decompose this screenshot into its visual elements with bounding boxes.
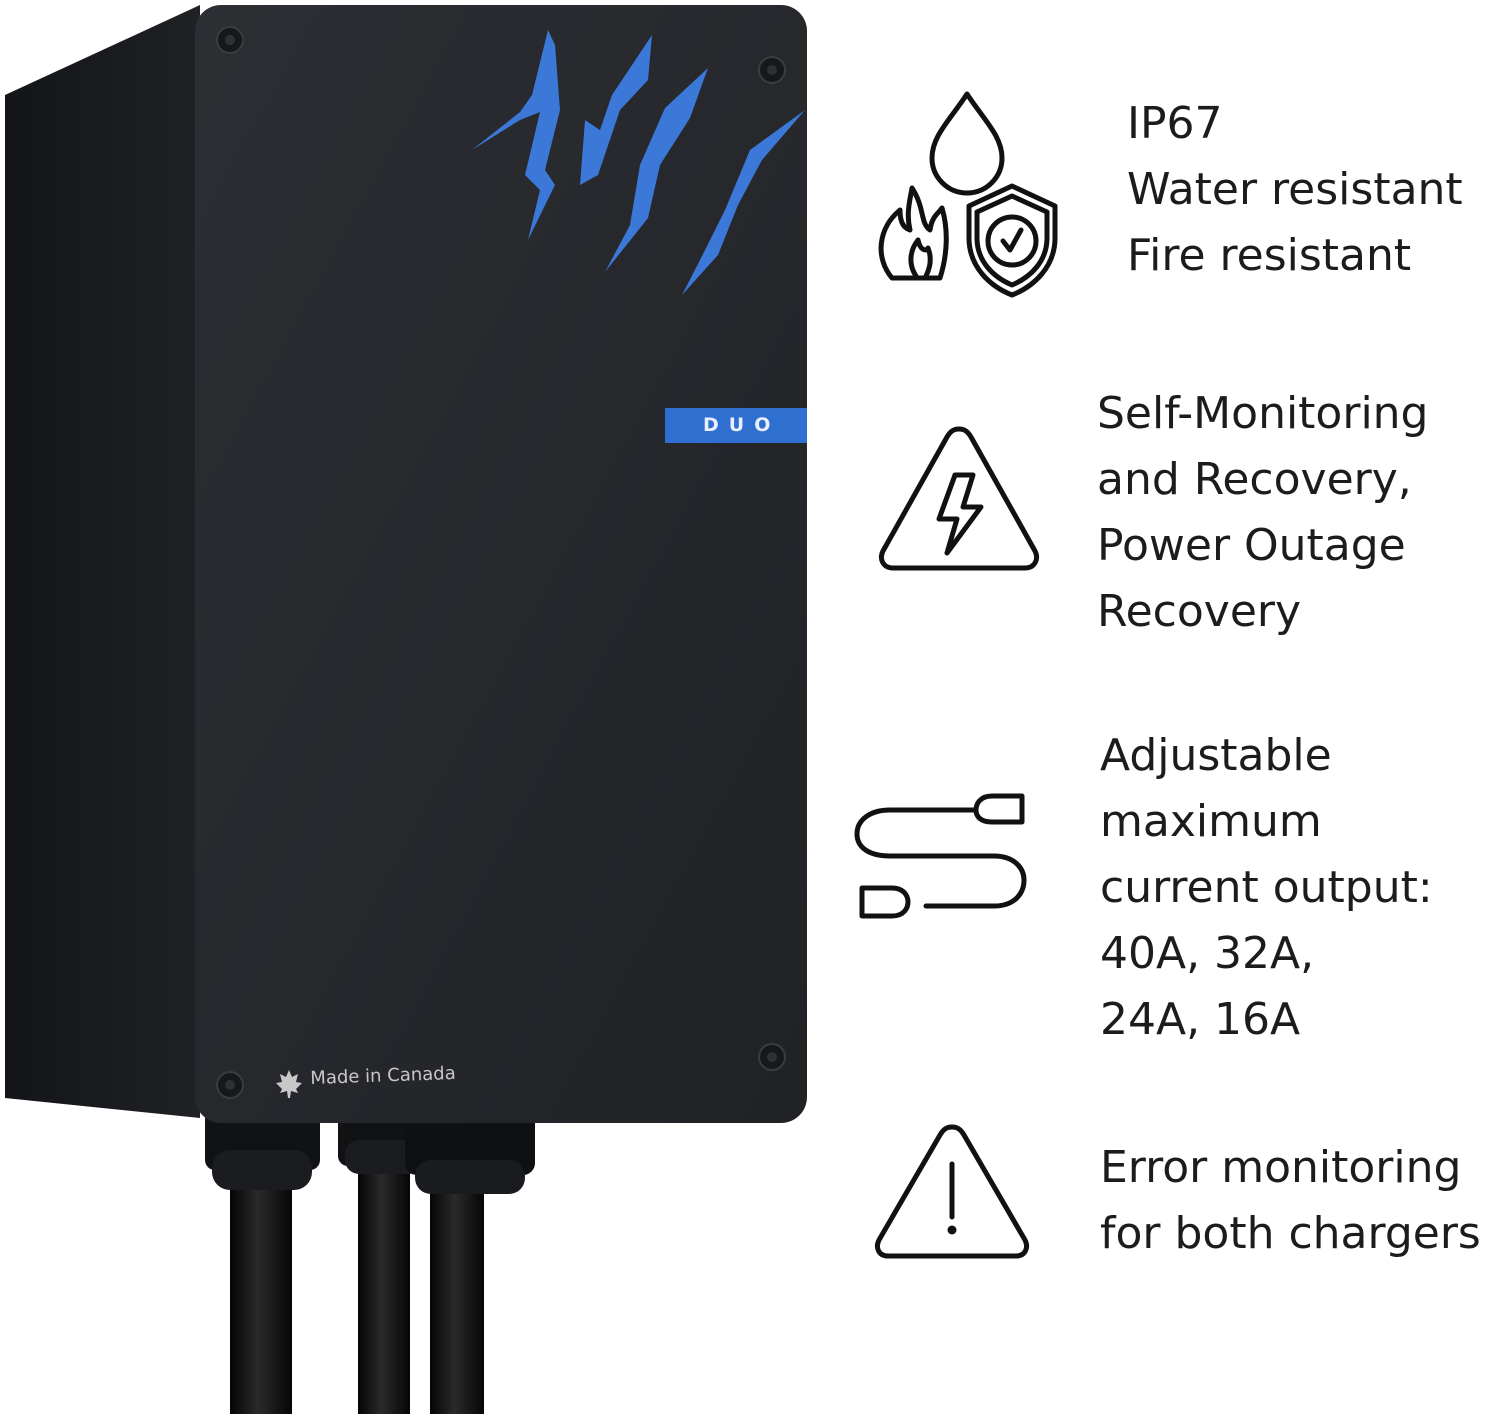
feature-line: Adjustable xyxy=(1100,730,1332,781)
feature-line: IP67 xyxy=(1127,98,1223,149)
cable-middle xyxy=(358,1150,410,1414)
feature-line: and Recovery, xyxy=(1097,454,1412,505)
feature-line: current output: xyxy=(1100,862,1433,913)
feature-line: maximum xyxy=(1100,796,1322,847)
enclosure-side xyxy=(5,5,200,1118)
feature-line: Water resistant xyxy=(1127,164,1463,215)
enclosure-screws xyxy=(216,26,786,1099)
charger-product-image: DUO Made in Canada xyxy=(5,5,807,1414)
warning-icon xyxy=(874,1124,1030,1259)
feature-recovery-text: Self-Monitoring and Recovery, Power Outa… xyxy=(1097,381,1428,645)
feature-line: Fire resistant xyxy=(1127,230,1412,281)
feature-line: Power Outage xyxy=(1097,520,1406,571)
feature-error-text: Error monitoring for both chargers xyxy=(1100,1135,1481,1267)
cables xyxy=(230,1150,484,1414)
feature-line: 40A, 32A, xyxy=(1100,928,1315,979)
accent-stripes xyxy=(472,30,805,295)
cable-right xyxy=(430,1160,484,1414)
flame-icon xyxy=(878,185,949,281)
charger-enclosure-illustration xyxy=(5,5,807,1414)
feature-line: for both chargers xyxy=(1100,1208,1481,1259)
feature-ip67-text: IP67 Water resistant Fire resistant xyxy=(1127,91,1463,289)
water-fire-shield-icon xyxy=(878,91,1058,298)
enclosure-front xyxy=(195,5,807,1123)
cable-left xyxy=(230,1150,292,1414)
feature-line: 24A, 16A xyxy=(1100,994,1301,1045)
lightning-bolt-icon xyxy=(936,472,984,556)
feature-line: Self-Monitoring xyxy=(1097,388,1429,439)
feature-current-text: Adjustable maximum current output: 40A, … xyxy=(1100,723,1433,1053)
lightning-warning-icon xyxy=(878,426,1040,571)
duo-badge: DUO xyxy=(665,408,807,443)
feature-line: Error monitoring xyxy=(1100,1142,1462,1193)
water-drop-icon xyxy=(929,91,1005,196)
cable-icon xyxy=(854,793,1027,919)
shield-icon xyxy=(966,183,1058,298)
feature-line: Recovery xyxy=(1097,586,1302,637)
maple-leaf-icon xyxy=(276,1070,302,1098)
